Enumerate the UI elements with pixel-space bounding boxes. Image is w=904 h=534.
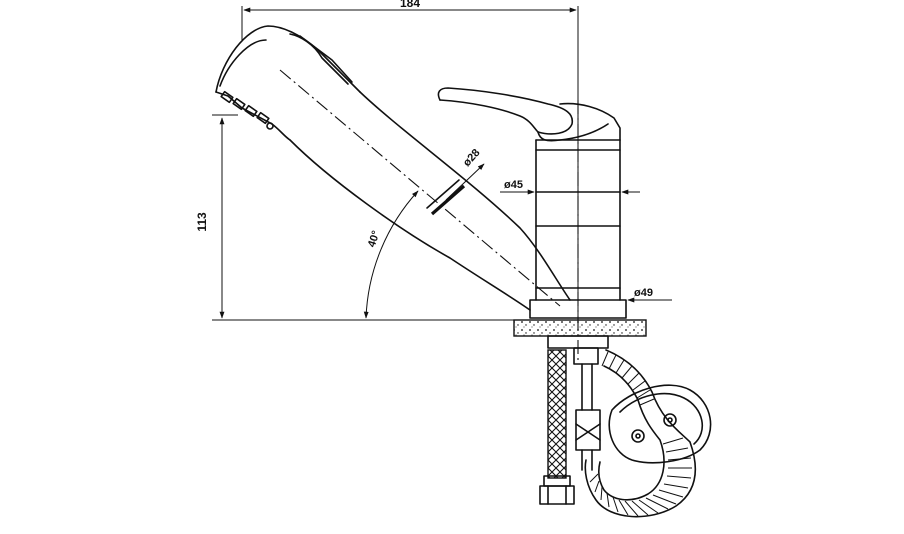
width-dimension-label: 184 xyxy=(400,0,420,10)
pullout-spout: ø28 xyxy=(215,25,571,311)
spout-ring xyxy=(430,184,466,216)
angle-dimension: 40° xyxy=(363,190,419,319)
body-diameter-label: ø45 xyxy=(504,179,523,191)
height-dimension-label: 113 xyxy=(195,212,209,232)
angle-dimension-label: 40° xyxy=(366,229,383,249)
countertop-section xyxy=(513,319,647,337)
under-counter-fittings xyxy=(539,335,712,518)
width-dimension: 184 xyxy=(241,0,579,320)
spout-diameter-label: ø28 xyxy=(461,147,483,169)
height-dimension: 113 xyxy=(195,114,238,321)
spout-centerline xyxy=(279,69,561,307)
hose-weight xyxy=(608,384,712,464)
base-diameter-label: ø49 xyxy=(634,287,653,299)
lever-handle xyxy=(437,87,621,142)
spray-nozzle xyxy=(220,90,274,130)
check-valve xyxy=(575,409,601,451)
mixer-body: ø45 ø49 xyxy=(500,100,672,360)
braided-supply-hose xyxy=(547,349,567,479)
